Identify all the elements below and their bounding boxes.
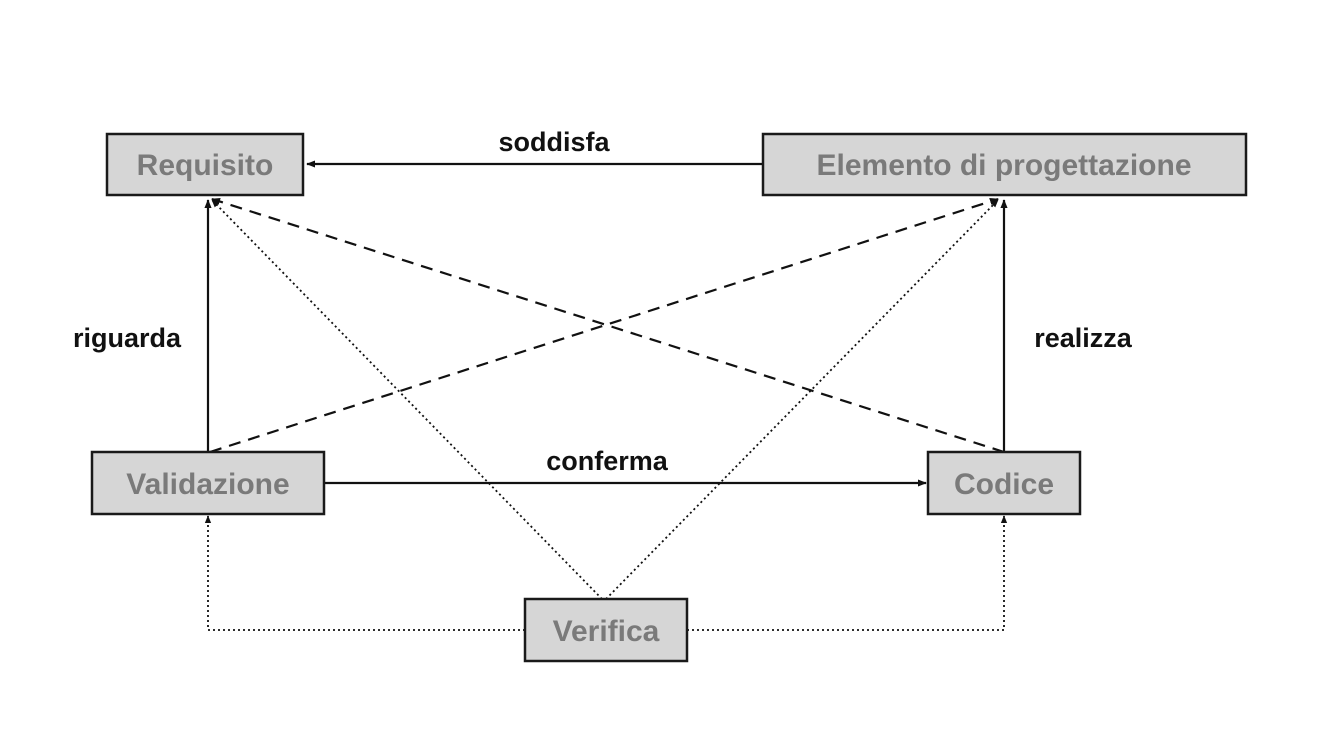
node-validazione: Validazione	[90, 450, 326, 516]
node-codice: Codice	[926, 450, 1082, 516]
label-realizza: realizza	[1034, 323, 1133, 353]
node-elemento-label: Elemento di progettazione	[816, 149, 1191, 182]
edge-verifica-validazione	[204, 515, 525, 631]
label-soddisfa: soddisfa	[498, 127, 610, 157]
node-codice-label: Codice	[954, 468, 1054, 501]
node-verifica: Verifica	[523, 597, 689, 663]
node-verifica-label: Verifica	[553, 615, 660, 648]
label-riguarda: riguarda	[73, 323, 182, 353]
edge-validazione-elemento	[209, 197, 999, 454]
node-requisito-label: Requisito	[137, 149, 274, 182]
label-conferma: conferma	[546, 446, 669, 476]
node-elemento-di-progettazione: Elemento di progettazione	[761, 132, 1248, 197]
edge-verifica-elemento	[605, 199, 999, 600]
edge-verifica-codice	[687, 515, 1008, 631]
node-requisito: Requisito	[105, 132, 305, 197]
node-validazione-label: Validazione	[126, 468, 289, 501]
edge-verifica-requisito	[211, 199, 603, 600]
